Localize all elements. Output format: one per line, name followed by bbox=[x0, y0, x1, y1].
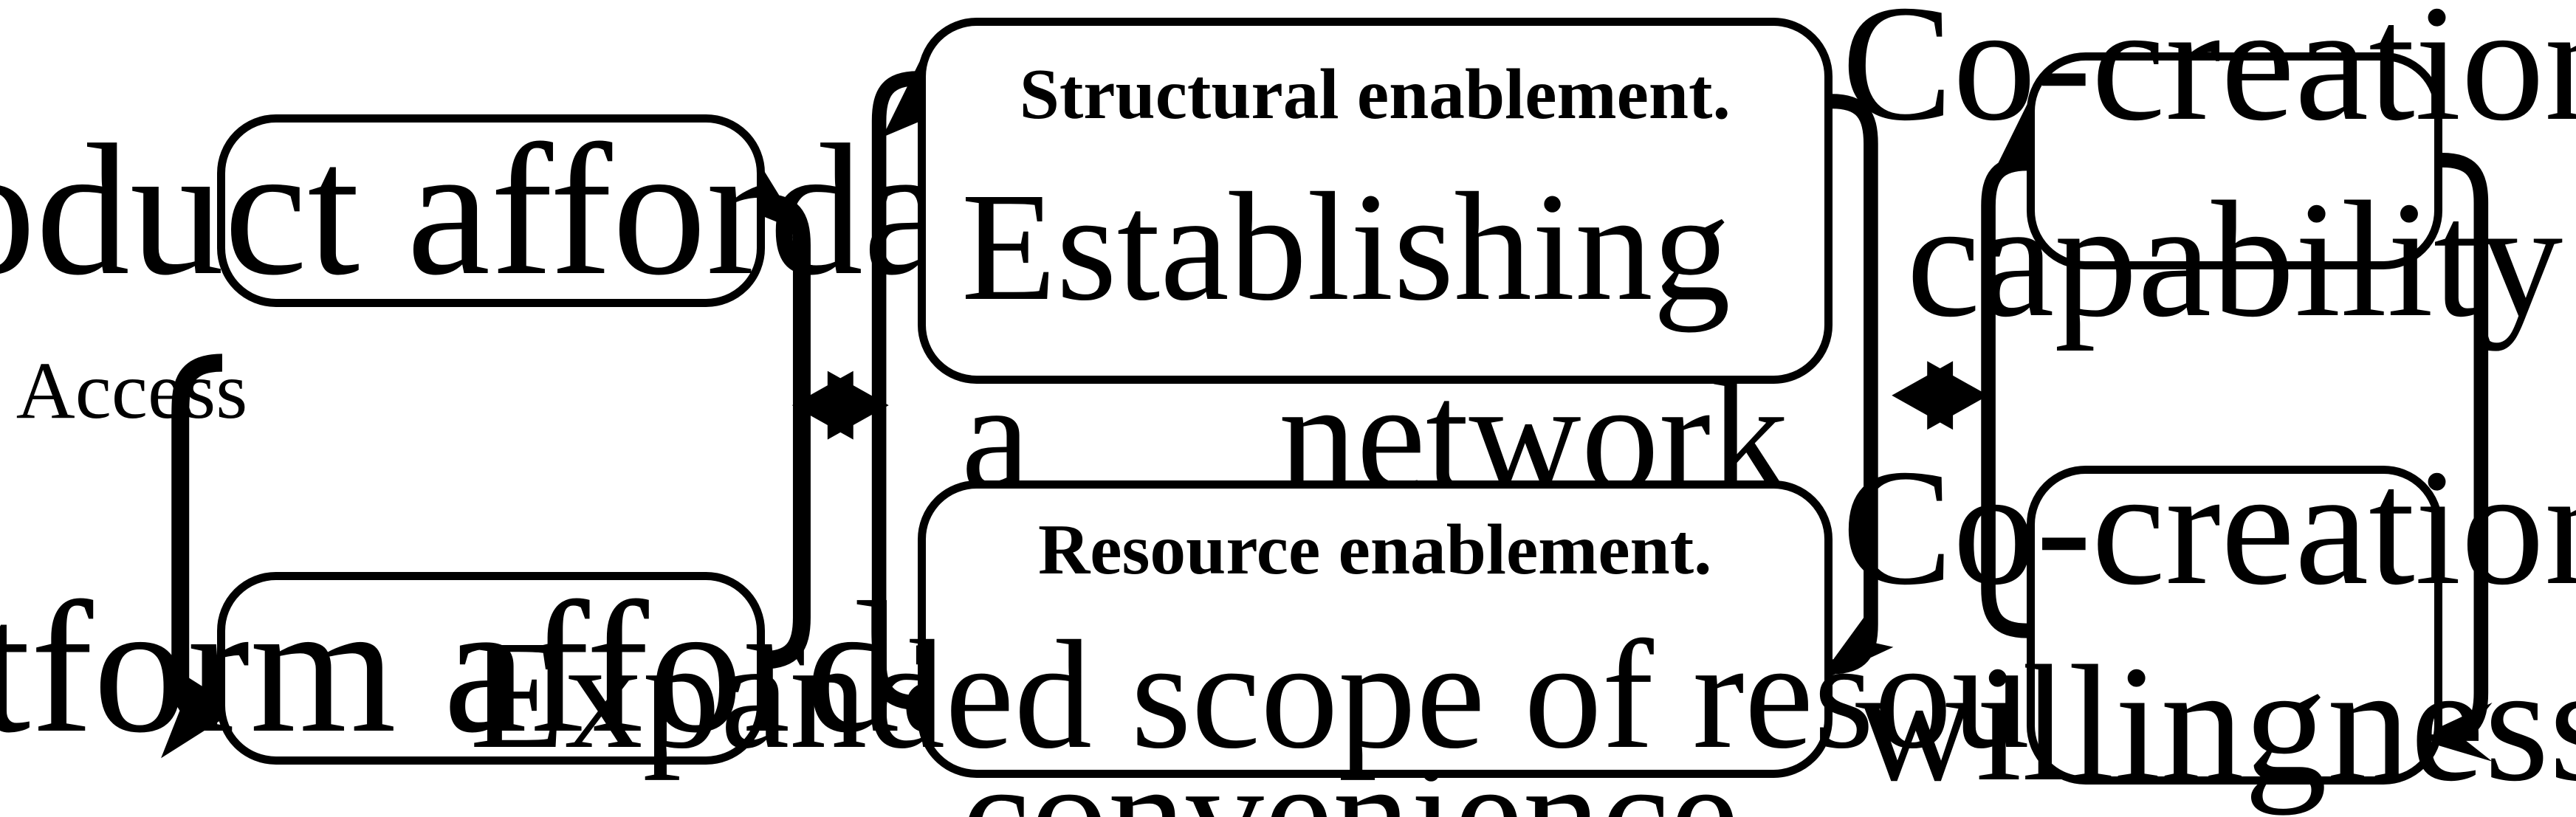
node-cocreation-capability[interactable]: Co-creation capability bbox=[1842, 0, 2576, 351]
node-structural-enablement[interactable]: Structural enablement. Establishing a ne… bbox=[917, 18, 1833, 817]
node-cocreation-willingness-line-1: Co-creation bbox=[1841, 434, 2576, 619]
node-cocreation-capability-line-1: Co-creation bbox=[1841, 0, 2576, 156]
node-resource-enablement[interactable]: Resource enablement. Expanded scope of r… bbox=[470, 480, 2280, 817]
node-resource-enablement-title: Resource enablement. bbox=[1037, 510, 1712, 590]
node-cocreation-capability-line-2: capability bbox=[1906, 167, 2563, 352]
node-resource-enablement-line-2: Expanded resource sharing bbox=[532, 786, 2217, 817]
node-structural-enablement-title: Structural enablement. bbox=[1019, 54, 1731, 134]
bidirectional-arrow-enablement-cocreation bbox=[1892, 361, 1989, 430]
bidirectional-arrow-affordance-enablement bbox=[791, 370, 889, 440]
node-product-affordance[interactable]: Product affordance bbox=[0, 106, 1208, 314]
node-cocreation-willingness-line-2: willingness bbox=[1855, 630, 2576, 816]
node-cocreation-willingness[interactable]: Co-creation willingness bbox=[1842, 435, 2576, 816]
access-label: Access bbox=[16, 344, 248, 435]
